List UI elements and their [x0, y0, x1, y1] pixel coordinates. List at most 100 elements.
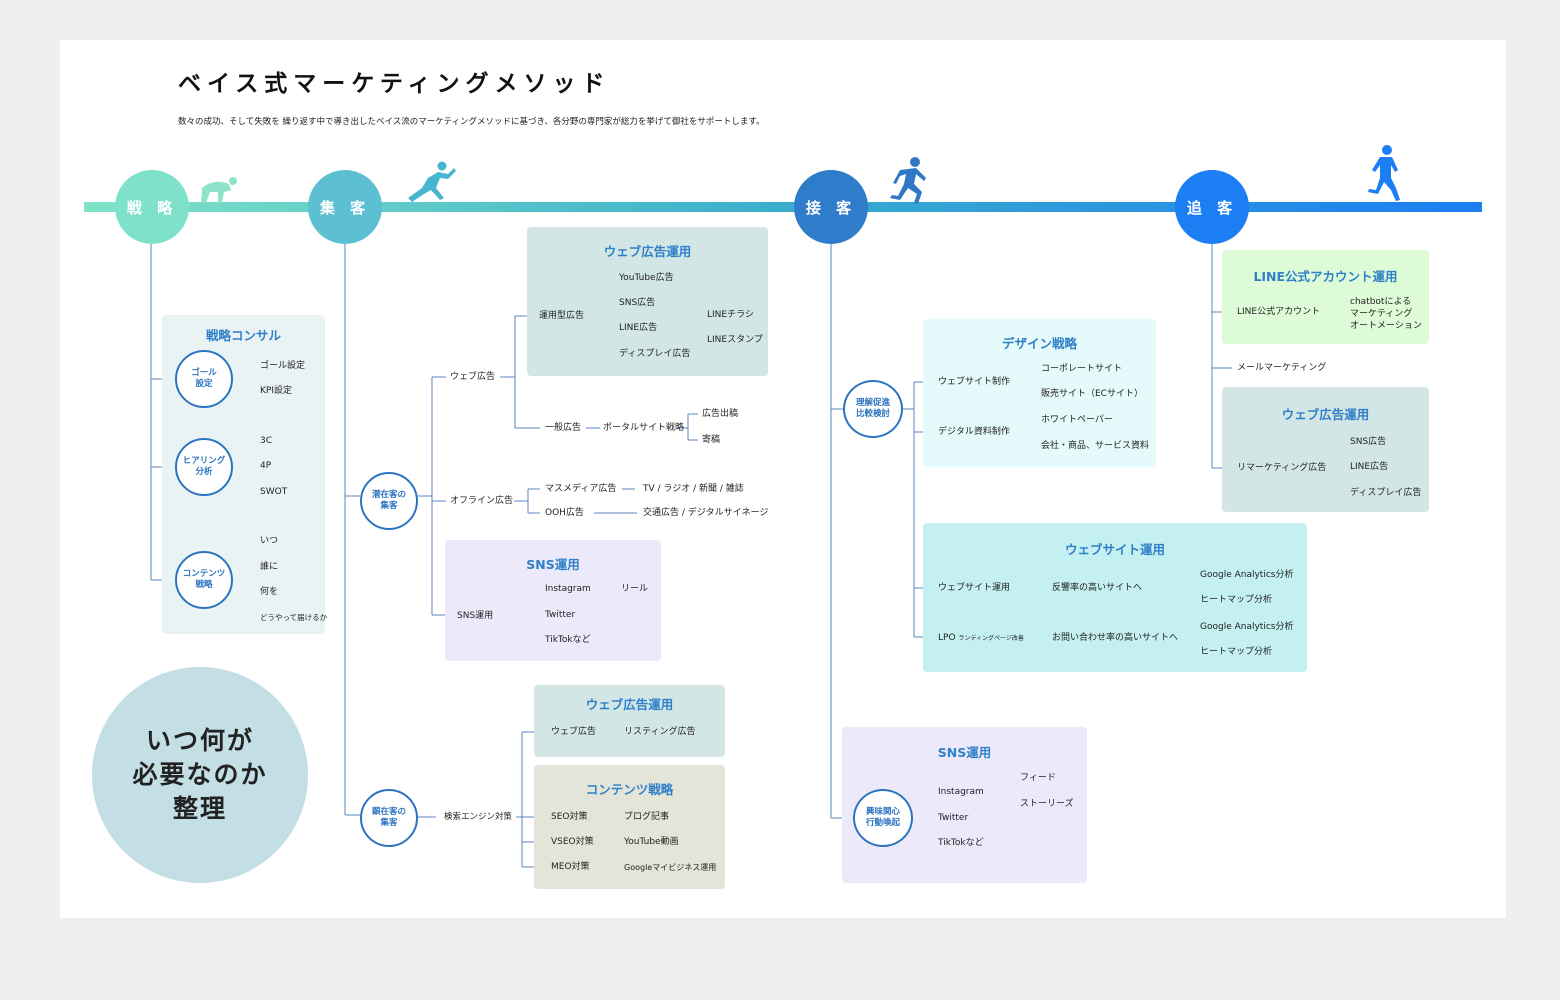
page-title: ベイス式マーケティングメソッド [178, 71, 611, 97]
web-ad-panel-2: ウェブ広告運用 [534, 685, 725, 757]
stage-strategy-label: 戦 略 [126, 198, 178, 217]
design-strategy-panel: デザイン戦略 [923, 319, 1156, 467]
seo-key: VSEO対策 [551, 837, 594, 847]
tiktok-label: TikTokなど [938, 838, 984, 848]
remarketing-item: LINE広告 [1350, 462, 1389, 472]
hearing-circle: ヒアリング分析 [175, 438, 233, 496]
analysis-item: Google Analytics分析 [1200, 570, 1294, 580]
hearing-item: 3C [260, 436, 273, 446]
seo-value: YouTube動画 [624, 837, 679, 847]
listing-ad-label: リスティング広告 [624, 727, 696, 737]
mail-marketing-label: メールマーケティング [1237, 363, 1327, 373]
stage-acquisition-label: 集 客 [319, 198, 371, 217]
digital-doc-item: 会社・商品、サービス資料 [1041, 441, 1150, 451]
goal-item: ゴール設定 [260, 361, 306, 371]
content-strategy-panel-title: コンテンツ戦略 [585, 782, 674, 797]
sns-panel-title: SNS運用 [526, 557, 580, 572]
op-ad-item: SNS広告 [619, 298, 656, 308]
analysis-item: Google Analytics分析 [1200, 622, 1294, 632]
page-subtitle: 数々の成功、そして失敗を 繰り返す中で導き出したベイス流のマーケティングメソッド… [178, 117, 765, 127]
mass-media-item: TV / ラジオ / 新聞 / 雑誌 [643, 484, 744, 494]
remarketing-label: リマーケティング広告 [1237, 463, 1327, 473]
web-make-item: 販売サイト（ECサイト） [1041, 389, 1143, 399]
interest-circle: 興味関心行動喚起 [853, 789, 913, 847]
reel-label: リール [621, 584, 649, 594]
potential-customer-circle: 潜在客の集客 [360, 472, 418, 530]
summary-circle: いつ何が必要なのか整理 [92, 667, 308, 883]
search-engine-label: 検索エンジン対策 [444, 812, 513, 822]
general-ad-label: 一般広告 [545, 423, 582, 433]
stage-service-label: 接 客 [805, 198, 857, 217]
line-account-title: LINE公式アカウント運用 [1253, 269, 1398, 284]
line-ad-item: LINEスタンプ [707, 335, 763, 345]
lpo-label: LPO ランディングページ改善 [938, 633, 1024, 643]
sns-label: SNS運用 [457, 611, 494, 621]
op-ad-item: LINE広告 [619, 323, 658, 333]
content-item: 何を [260, 587, 279, 597]
insta-item: フィード [1020, 773, 1056, 783]
mass-media-label: マスメディア広告 [545, 484, 617, 494]
twitter-label: Twitter [938, 813, 969, 823]
hearing-item: SWOT [260, 487, 288, 497]
sns-panel-2-title: SNS運用 [937, 745, 992, 760]
content-item: いつ [260, 536, 279, 546]
stage-acquisition: 集 客 [308, 170, 382, 244]
web-ad-label: ウェブ広告 [450, 372, 496, 382]
ooh-label: OOH広告 [545, 508, 584, 518]
sns-item: TikTokなど [545, 635, 591, 645]
start-runner-icon [408, 161, 456, 202]
content-strategy-panel: コンテンツ戦略 [534, 765, 725, 889]
seo-key: MEO対策 [551, 862, 590, 872]
insta-item: ストーリーズ [1020, 799, 1074, 809]
timeline-bar [84, 202, 1482, 212]
web-ad-panel-2-title: ウェブ広告運用 [585, 697, 674, 712]
website-ops-panel: ウェブサイト運用 [923, 523, 1307, 672]
seo-value: Googleマイビジネス運用 [624, 863, 717, 872]
content-item: 誰に [260, 562, 279, 572]
sns-panel: SNS運用 [445, 540, 661, 661]
seo-value: ブログ記事 [624, 812, 670, 822]
web-ad-panel-3: ウェブ広告運用 [1222, 387, 1429, 512]
ooh-item: 交通広告 / デジタルサイネージ [643, 508, 769, 518]
site-op-label: ウェブサイト運用 [938, 583, 1011, 593]
line-account-label: LINE公式アカウント [1237, 307, 1321, 317]
website-ops-title: ウェブサイト運用 [1064, 542, 1165, 557]
portal-label: ポータルサイト戦略 [603, 423, 685, 433]
goal-circle: ゴール設定 [175, 350, 233, 408]
line-ad-item: LINEチラシ [707, 310, 754, 320]
hearing-item: 4P [260, 461, 272, 471]
op-ad-item: YouTube広告 [619, 273, 674, 283]
line-account-panel: LINE公式アカウント運用 [1222, 250, 1429, 344]
offline-ad-label: オフライン広告 [450, 496, 514, 506]
instagram-label: Instagram [938, 787, 984, 797]
visible-customer-circle: 顕在客の集客 [360, 789, 418, 847]
remarketing-item: SNS広告 [1350, 437, 1387, 447]
jogger-icon [1368, 145, 1400, 201]
portal-item: 寄稿 [702, 435, 721, 445]
goal-item: KPI設定 [260, 386, 292, 396]
portal-item: 広告出稿 [702, 409, 739, 419]
crouch-runner-icon [201, 177, 237, 203]
stage-strategy: 戦 略 [115, 170, 189, 244]
operational-ad-label: 運用型広告 [539, 311, 585, 321]
digital-doc-item: ホワイトペーパー [1041, 415, 1113, 425]
stage-service: 接 客 [794, 170, 868, 244]
bounce-label: 反響率の高いサイトへ [1052, 583, 1143, 593]
digital-doc-label: デジタル資料制作 [938, 427, 1010, 437]
chatbot-label: chatbotによるマーケティングオートメーション [1350, 297, 1422, 331]
analysis-item: ヒートマップ分析 [1200, 595, 1273, 605]
op-ad-item: ディスプレイ広告 [619, 349, 691, 359]
remarketing-item: ディスプレイ広告 [1350, 488, 1422, 498]
sprinter-icon [890, 157, 926, 204]
design-strategy-title: デザイン戦略 [1001, 336, 1077, 351]
seo-key: SEO対策 [551, 812, 588, 822]
content-item: どうやって届けるか [260, 613, 328, 622]
strategy-consult-title: 戦略コンサル [205, 328, 281, 343]
web-ad-panel-title: ウェブ広告運用 [603, 244, 692, 259]
stage-follow-label: 追 客 [1186, 198, 1238, 217]
web-make-item: コーポレートサイト [1041, 364, 1123, 374]
web-ad-label-2: ウェブ広告 [551, 727, 597, 737]
sns-item: Instagram [545, 584, 591, 594]
web-make-label: ウェブサイト制作 [938, 377, 1011, 387]
understanding-circle: 理解促進比較検討 [843, 380, 903, 438]
